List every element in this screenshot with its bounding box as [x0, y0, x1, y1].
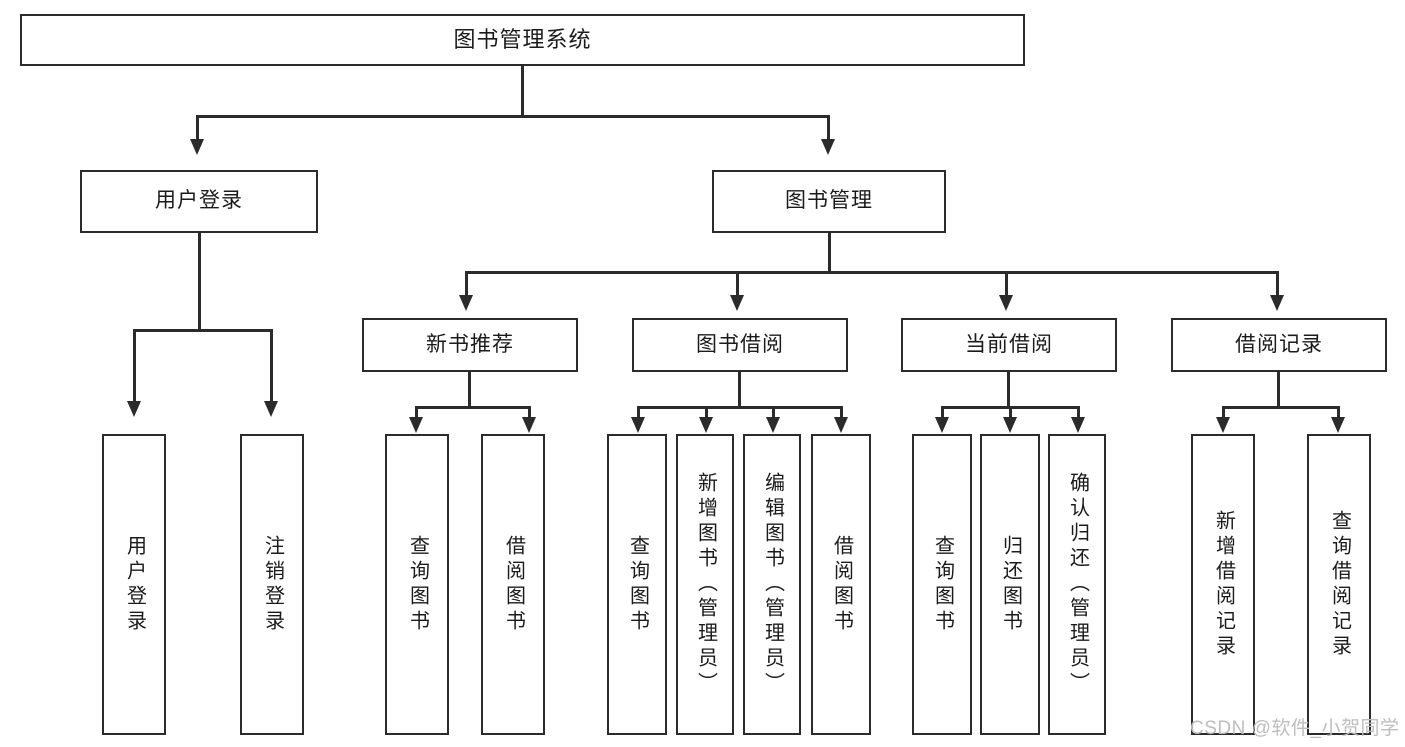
node-book-borrow[interactable]: 图书借阅	[632, 318, 848, 372]
connector-new-book-recommend-stem	[468, 372, 471, 408]
node-label: 借阅图书	[502, 534, 525, 635]
node-new-book-recommend[interactable]: 新书推荐	[362, 318, 578, 372]
connector-user-login-to-leaf2	[270, 329, 273, 405]
arrowhead-user-login	[190, 139, 204, 155]
node-leaf-return-book[interactable]: 归还图书	[980, 434, 1040, 735]
arrowhead-book-borrow	[730, 295, 744, 311]
connector-br-to-leaf2	[1337, 406, 1340, 422]
node-leaf-borrow-book-1[interactable]: 借阅图书	[481, 434, 545, 735]
node-label: 新增借阅记录	[1212, 509, 1235, 660]
connector-cb-to-leaf1	[941, 406, 944, 422]
connector-cb-to-leaf3	[1077, 406, 1080, 422]
connector-root-bus	[196, 115, 830, 118]
node-label: 新增图书（管理员）	[694, 472, 717, 697]
node-root-system[interactable]: 图书管理系统	[20, 14, 1025, 66]
connector-book-borrow-bus	[637, 406, 843, 409]
connector-bb-to-leaf1	[637, 406, 640, 422]
node-label: 确认归还（管理员）	[1066, 472, 1089, 697]
node-leaf-add-book[interactable]: 新增图书（管理员）	[676, 434, 734, 735]
arrowhead-leaf-add-book	[699, 417, 713, 433]
connector-nbr-to-leaf1	[415, 406, 418, 422]
arrowhead-leaf-return-book	[1003, 417, 1017, 433]
connector-root-stem	[521, 66, 524, 116]
connector-new-book-recommend-bus	[415, 406, 531, 409]
arrowhead-new-book-recommend	[459, 295, 473, 311]
arrowhead-leaf-logout	[264, 401, 278, 417]
node-leaf-query-book-1[interactable]: 查询图书	[385, 434, 449, 735]
connector-book-manage-stem	[828, 233, 831, 273]
arrowhead-leaf-borrow-book-2	[834, 417, 848, 433]
arrowhead-leaf-borrow-book-1	[522, 417, 536, 433]
node-leaf-confirm-return[interactable]: 确认归还（管理员）	[1048, 434, 1106, 735]
connector-book-borrow-stem	[738, 372, 741, 408]
node-leaf-query-book-2[interactable]: 查询图书	[607, 434, 667, 735]
connector-user-login-stem	[198, 233, 201, 331]
connector-borrow-record-stem	[1277, 372, 1280, 408]
node-label: 用户登录	[155, 189, 243, 213]
connector-bb-to-leaf4	[840, 406, 843, 422]
connector-to-new-book-recommend	[465, 271, 468, 300]
connector-book-manage-bus	[465, 271, 1279, 274]
node-label: 图书借阅	[696, 332, 784, 356]
node-label: 注销登录	[261, 534, 284, 635]
node-label: 借阅记录	[1235, 332, 1323, 356]
node-label: 借阅图书	[830, 534, 853, 635]
node-leaf-edit-book[interactable]: 编辑图书（管理员）	[743, 434, 801, 735]
connector-nbr-to-leaf2	[528, 406, 531, 422]
arrowhead-leaf-add-record	[1216, 417, 1230, 433]
node-label: 编辑图书（管理员）	[761, 472, 784, 697]
arrowhead-leaf-edit-book	[766, 417, 780, 433]
arrowhead-book-manage	[821, 139, 835, 155]
node-current-borrow[interactable]: 当前借阅	[901, 318, 1117, 372]
node-user-login[interactable]: 用户登录	[80, 170, 318, 233]
node-label: 图书管理	[785, 189, 873, 213]
node-label: 查询图书	[931, 534, 954, 635]
connector-user-login-to-leaf1	[133, 329, 136, 405]
node-leaf-logout[interactable]: 注销登录	[240, 434, 304, 735]
node-leaf-user-login[interactable]: 用户登录	[102, 434, 166, 735]
connector-to-current-borrow	[1005, 271, 1008, 300]
arrowhead-leaf-confirm-return	[1071, 417, 1085, 433]
connector-current-borrow-stem	[1007, 372, 1010, 408]
node-label: 用户登录	[123, 534, 146, 635]
connector-cb-to-leaf2	[1009, 406, 1012, 422]
arrowhead-leaf-query-book-1	[409, 417, 423, 433]
connector-bb-to-leaf3	[772, 406, 775, 422]
arrowhead-leaf-query-book-2	[631, 417, 645, 433]
node-book-manage[interactable]: 图书管理	[712, 170, 946, 233]
node-label: 查询图书	[406, 534, 429, 635]
arrowhead-leaf-user-login	[127, 401, 141, 417]
node-label: 图书管理系统	[453, 27, 592, 53]
node-leaf-query-book-3[interactable]: 查询图书	[912, 434, 972, 735]
node-borrow-record[interactable]: 借阅记录	[1171, 318, 1387, 372]
node-label: 查询图书	[626, 534, 649, 635]
node-label: 当前借阅	[965, 332, 1053, 356]
connector-to-borrow-record	[1276, 271, 1279, 300]
arrowhead-leaf-query-book-3	[935, 417, 949, 433]
connector-borrow-record-bus	[1222, 406, 1340, 409]
node-leaf-borrow-book-2[interactable]: 借阅图书	[811, 434, 871, 735]
node-label: 归还图书	[999, 534, 1022, 635]
connector-br-to-leaf1	[1222, 406, 1225, 422]
node-leaf-query-record[interactable]: 查询借阅记录	[1307, 434, 1371, 735]
node-label: 新书推荐	[426, 332, 514, 356]
connector-to-book-borrow	[736, 271, 739, 300]
node-leaf-add-record[interactable]: 新增借阅记录	[1191, 434, 1255, 735]
node-label: 查询借阅记录	[1328, 509, 1351, 660]
arrowhead-leaf-query-record	[1331, 417, 1345, 433]
arrowhead-current-borrow	[999, 295, 1013, 311]
connector-root-to-book-manage	[827, 115, 830, 144]
connector-user-login-bus	[133, 329, 273, 332]
connector-root-to-user-login	[196, 115, 199, 144]
arrowhead-borrow-record	[1270, 295, 1284, 311]
connector-bb-to-leaf2	[705, 406, 708, 422]
